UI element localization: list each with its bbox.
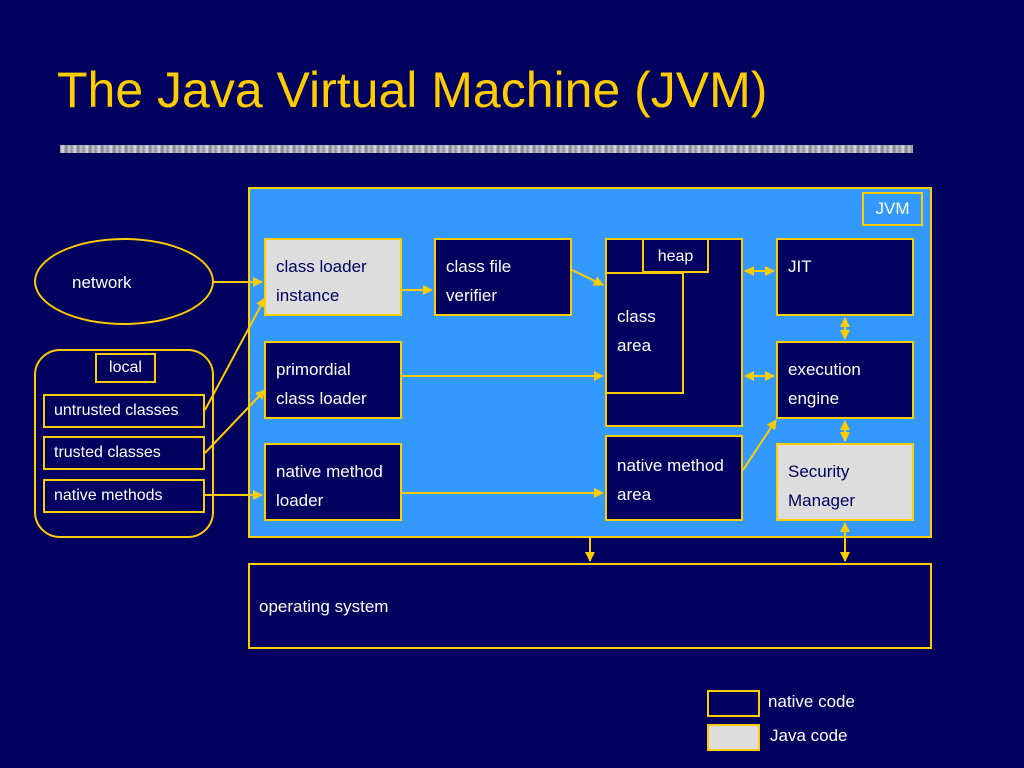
- slide-title: The Java Virtual Machine (JVM): [57, 62, 768, 118]
- arrow-untrusted-to-class-loader: [204, 297, 266, 411]
- title-divider: [60, 145, 913, 153]
- security-manager-box: Security Manager: [776, 443, 914, 521]
- execution-engine-line-2: engine: [788, 389, 840, 408]
- trusted-classes-box: trusted classes: [43, 436, 205, 470]
- class-file-verifier-box: class file verifier: [434, 238, 572, 316]
- class-file-verifier-line-2: verifier: [446, 286, 498, 305]
- execution-engine-line-1: execution: [788, 360, 861, 379]
- execution-engine-box: execution engine: [776, 341, 914, 419]
- native-method-loader-line-2: loader: [276, 491, 324, 510]
- jvm-label: JVM: [862, 192, 923, 226]
- legend-java-code-swatch: [707, 724, 760, 751]
- class-area-line-1: class: [617, 307, 656, 326]
- primordial-class-loader-box: primordial class loader: [264, 341, 402, 419]
- arrow-native-area-to-execution-engine: [742, 419, 777, 471]
- native-method-loader-box: native method loader: [264, 443, 402, 521]
- native-method-area-line-2: area: [617, 485, 652, 504]
- legend-java-code-label: Java code: [770, 726, 848, 745]
- class-loader-instance-line-2: instance: [276, 286, 340, 305]
- untrusted-classes-box: untrusted classes: [43, 394, 205, 428]
- security-manager-line-1: Security: [788, 462, 850, 481]
- local-label: local: [95, 353, 156, 383]
- arrow-verifier-to-class-area: [571, 269, 604, 286]
- jit-box: JIT: [776, 238, 914, 316]
- primordial-line-1: primordial: [276, 360, 351, 379]
- jit-label: JIT: [788, 257, 812, 276]
- class-area-line-2: area: [617, 336, 652, 355]
- arrow-trusted-to-primordial: [204, 389, 266, 454]
- operating-system-box: operating system: [248, 563, 932, 649]
- heap-label: heap: [642, 238, 709, 273]
- native-methods-box: native methods: [43, 479, 205, 513]
- class-loader-instance-line-1: class loader: [276, 257, 367, 276]
- native-method-loader-line-1: native method: [276, 462, 383, 481]
- class-file-verifier-line-1: class file: [446, 257, 512, 276]
- native-method-area-box: native method area: [605, 435, 743, 521]
- legend-native-code-swatch: [707, 690, 760, 717]
- network-node: network: [34, 238, 214, 325]
- class-area-box: class area: [605, 272, 684, 394]
- primordial-line-2: class loader: [276, 389, 367, 408]
- legend-native-code-label: native code: [768, 692, 855, 711]
- security-manager-line-2: Manager: [788, 491, 856, 510]
- class-loader-instance-box: class loader instance: [264, 238, 402, 316]
- native-method-area-line-1: native method: [617, 456, 724, 475]
